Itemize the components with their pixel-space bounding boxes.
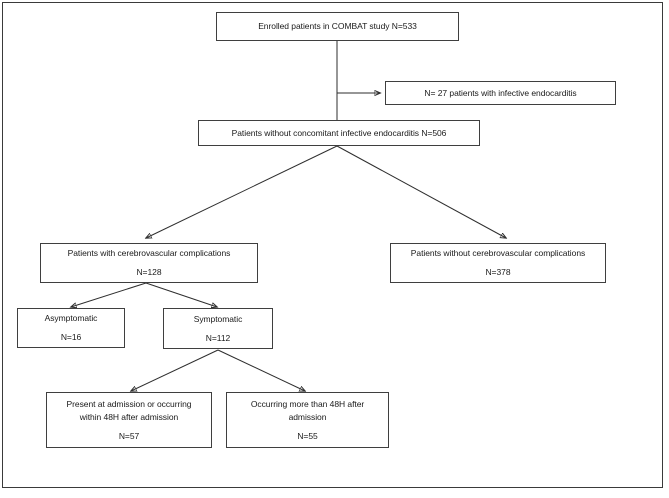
node-endocarditis-label: N= 27 patients with infective endocardit… [424, 87, 577, 98]
node-without-cvc-count: N=378 [485, 267, 511, 277]
node-infective-endocarditis: N= 27 patients with infective endocardit… [385, 81, 616, 105]
node-without-endocarditis-label: Patients without concomitant infective e… [231, 127, 447, 138]
node-with-cvc-label: Patients with cerebrovascular complicati… [67, 248, 231, 258]
node-early-onset: Present at admission or occurring within… [46, 392, 212, 448]
node-late-count: N=55 [297, 430, 318, 441]
figure-border [2, 2, 663, 488]
node-symptomatic-label: Symptomatic [193, 313, 243, 324]
node-without-cerebrovascular-complications: Patients without cerebrovascular complic… [390, 243, 606, 283]
node-symptomatic-count: N=112 [205, 332, 231, 343]
node-asymptomatic-label: Asymptomatic [44, 313, 98, 323]
node-late-label-line1: Occurring more than 48H after [250, 398, 365, 409]
node-early-label-line2: within 48H after admission [79, 411, 179, 422]
node-late-onset: Occurring more than 48H after admission … [226, 392, 389, 448]
node-early-label-line1: Present at admission or occurring [66, 398, 192, 409]
node-early-count: N=57 [118, 430, 140, 441]
node-asymptomatic: Asymptomatic N=16 [17, 308, 125, 348]
node-asymptomatic-count: N=16 [60, 332, 82, 342]
node-late-label-line2: admission [288, 411, 327, 422]
node-with-cerebrovascular-complications: Patients with cerebrovascular complicati… [40, 243, 258, 283]
node-symptomatic: Symptomatic N=112 [163, 308, 273, 349]
node-with-cvc-count: N=128 [136, 267, 162, 277]
node-enrolled-label: Enrolled patients in COMBAT study N=533 [258, 21, 417, 31]
node-without-concomitant-endocarditis: Patients without concomitant infective e… [198, 120, 480, 146]
node-enrolled-patients: Enrolled patients in COMBAT study N=533 [216, 12, 459, 41]
node-without-cvc-label: Patients without cerebrovascular complic… [410, 248, 586, 258]
